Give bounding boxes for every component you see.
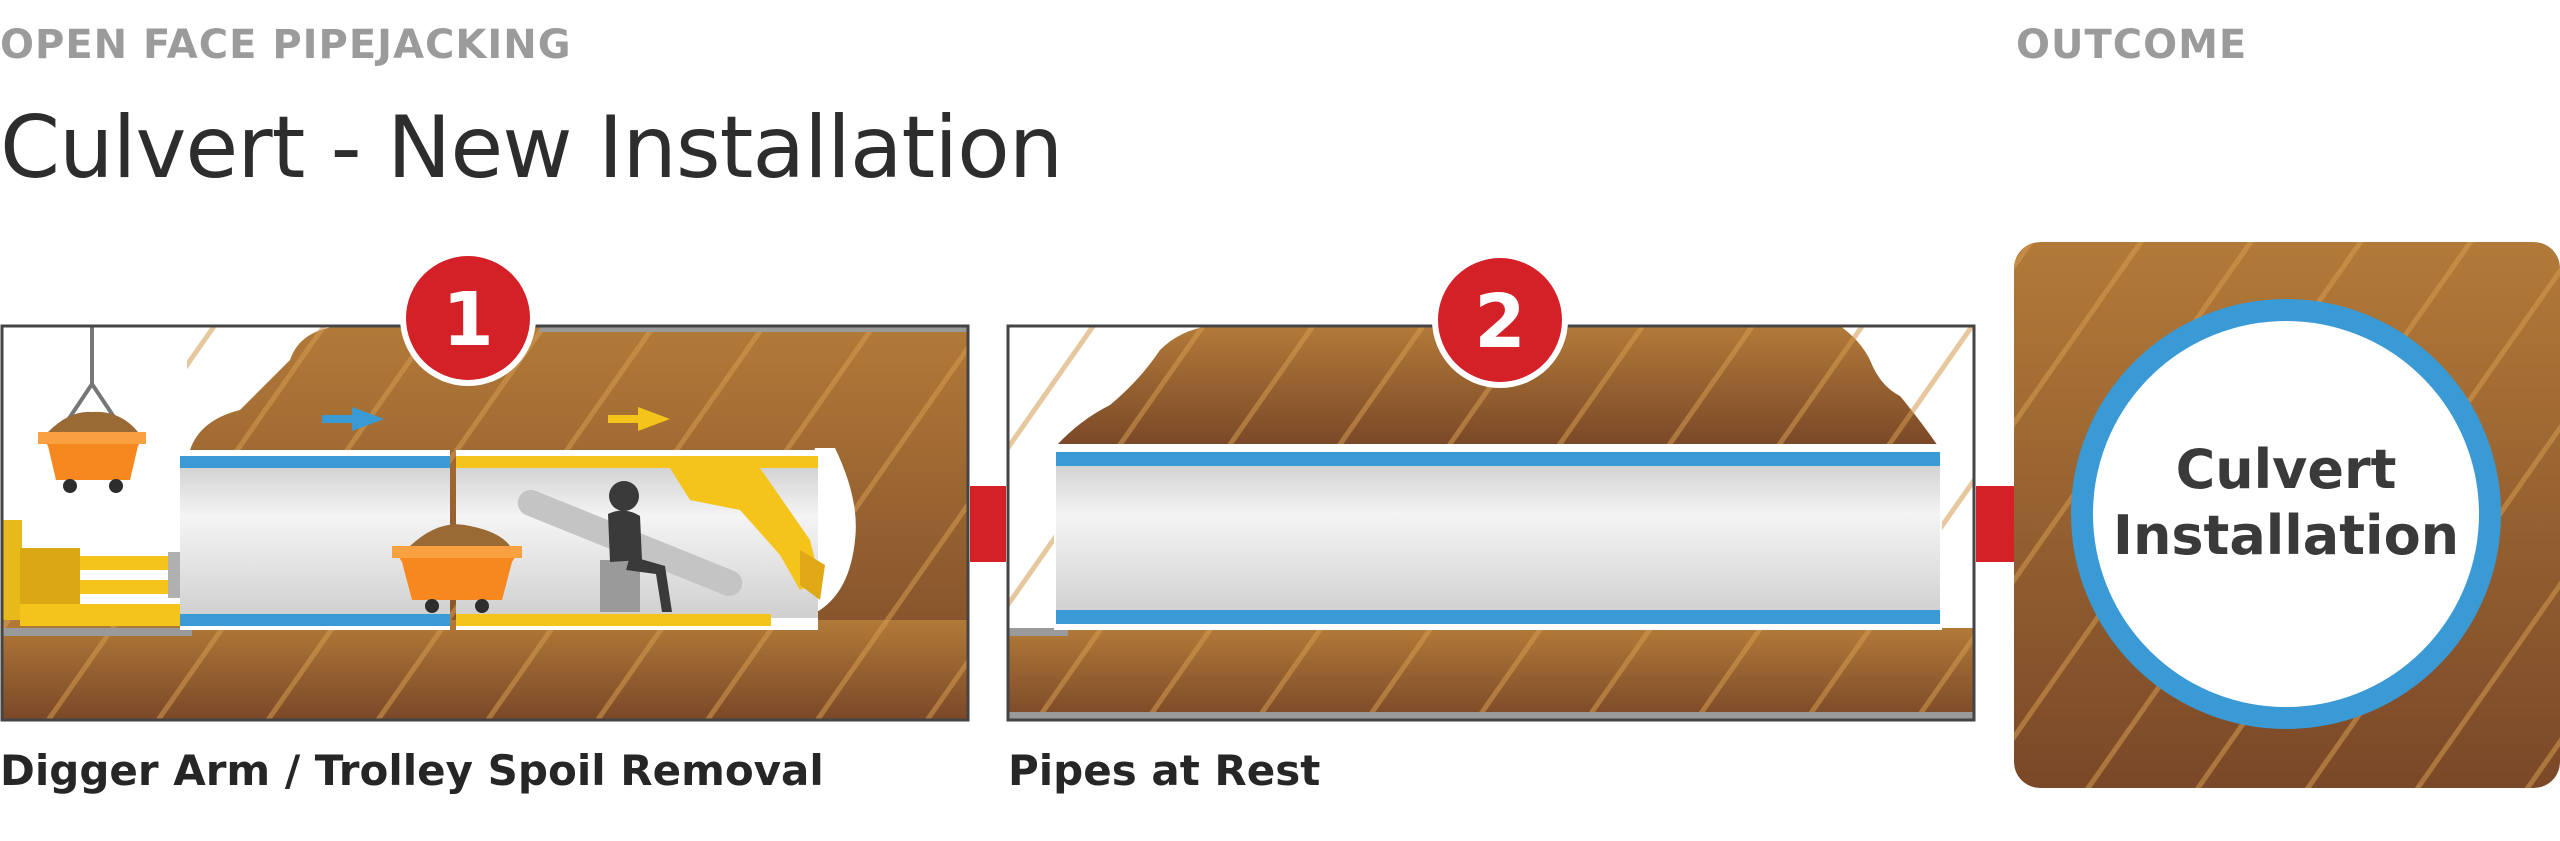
svg-text:1: 1 <box>442 277 494 363</box>
pipe-segment-1 <box>180 450 450 630</box>
step-2-caption: Pipes at Rest <box>1008 746 1321 795</box>
step-2-panel <box>1008 326 1974 720</box>
jacking-rig-icon <box>2 520 180 626</box>
direction-arrow-icon <box>608 407 670 431</box>
operator-icon <box>600 481 672 612</box>
installed-culvert-pipe <box>1054 444 1942 630</box>
step-1-badge: 1 <box>400 250 536 386</box>
spoil-trolley-icon <box>392 524 522 613</box>
digger-arm-icon <box>670 468 825 600</box>
page-title: Culvert - New Installation <box>0 98 1063 198</box>
step-1-panel <box>2 326 968 720</box>
step-connector <box>970 486 1006 562</box>
hoisted-trolley-icon <box>38 411 146 493</box>
outcome-label-line1: Culvert <box>2176 438 2397 501</box>
step-1-caption: Digger Arm / Trolley Spoil Removal <box>0 746 824 795</box>
step-connector <box>1976 486 2014 562</box>
outcome-culvert-circle <box>2071 299 2501 729</box>
svg-text:2: 2 <box>1474 279 1526 365</box>
outcome-label-line2: Installation <box>2113 504 2459 567</box>
step-2-badge: 2 <box>1432 252 1568 388</box>
section-kicker: OPEN FACE PIPEJACKING <box>0 22 572 68</box>
outcome-kicker: OUTCOME <box>2016 22 2248 68</box>
direction-arrow-icon <box>322 407 384 431</box>
